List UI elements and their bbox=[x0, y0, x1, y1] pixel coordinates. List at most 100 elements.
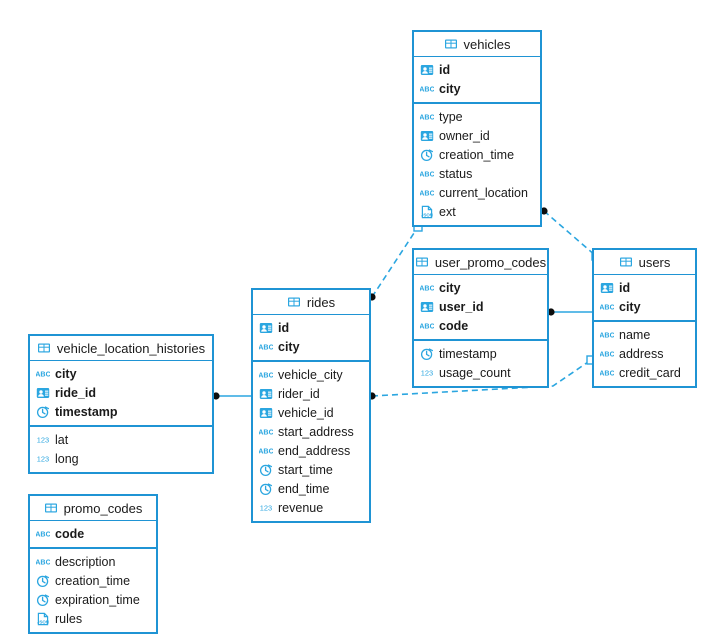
field-row-owner_id[interactable]: owner_id bbox=[414, 126, 540, 145]
field-row-timestamp[interactable]: timestamp bbox=[414, 344, 547, 363]
field-row-vehicle_city[interactable]: ABC vehicle_city bbox=[253, 365, 369, 384]
field-name: owner_id bbox=[439, 128, 490, 143]
field-row-id[interactable]: id bbox=[414, 60, 540, 79]
field-name: id bbox=[278, 320, 290, 335]
json-document-icon: JSON bbox=[36, 612, 50, 626]
field-row-timestamp[interactable]: timestamp bbox=[30, 402, 212, 421]
svg-text:ABC: ABC bbox=[420, 170, 434, 178]
id-card-icon bbox=[36, 386, 50, 400]
clock-icon bbox=[259, 482, 273, 496]
abc-text-icon: ABC bbox=[600, 347, 614, 361]
svg-text:ABC: ABC bbox=[36, 370, 50, 378]
table-icon bbox=[444, 37, 458, 51]
svg-text:ABC: ABC bbox=[420, 322, 434, 330]
field-row-rider_id[interactable]: rider_id bbox=[253, 384, 369, 403]
svg-text:JSON: JSON bbox=[421, 212, 433, 217]
svg-text:ABC: ABC bbox=[259, 447, 273, 455]
field-row-address[interactable]: ABC address bbox=[594, 344, 695, 363]
entity-header-users[interactable]: users bbox=[594, 250, 695, 275]
field-name: city bbox=[55, 366, 77, 381]
field-row-id[interactable]: id bbox=[253, 318, 369, 337]
field-name: vehicle_city bbox=[278, 367, 343, 382]
entity-header-user_promo_codes[interactable]: user_promo_codes bbox=[414, 250, 547, 275]
field-name: revenue bbox=[278, 500, 324, 515]
field-name: city bbox=[619, 299, 641, 314]
entity-title: vehicle_location_histories bbox=[56, 340, 206, 356]
svg-text:JSON: JSON bbox=[37, 619, 49, 624]
field-name: city bbox=[439, 81, 461, 96]
entity-header-rides[interactable]: rides bbox=[253, 290, 369, 315]
svg-text:ABC: ABC bbox=[36, 530, 50, 538]
relationship-user_promo_codes-users[interactable] bbox=[547, 308, 592, 316]
field-row-start_address[interactable]: ABC start_address bbox=[253, 422, 369, 441]
entity-header-vehicles[interactable]: vehicles bbox=[414, 32, 540, 57]
entity-header-vehicle_location_histories[interactable]: vehicle_location_histories bbox=[30, 336, 212, 361]
svg-text:ABC: ABC bbox=[600, 331, 614, 339]
field-name: credit_card bbox=[619, 365, 681, 380]
field-name: end_time bbox=[278, 481, 330, 496]
svg-text:ABC: ABC bbox=[420, 189, 434, 197]
svg-text:ABC: ABC bbox=[420, 85, 434, 93]
field-row-ride_id[interactable]: ride_id bbox=[30, 383, 212, 402]
field-row-end_time[interactable]: end_time bbox=[253, 479, 369, 498]
field-name: code bbox=[439, 318, 469, 333]
field-row-creation_time[interactable]: creation_time bbox=[414, 145, 540, 164]
id-card-icon bbox=[420, 129, 434, 143]
field-row-start_time[interactable]: start_time bbox=[253, 460, 369, 479]
field-row-creation_time[interactable]: creation_time bbox=[30, 571, 156, 590]
svg-text:ABC: ABC bbox=[259, 371, 273, 379]
abc-text-icon: ABC bbox=[36, 367, 50, 381]
svg-text:ABC: ABC bbox=[259, 428, 273, 436]
relationship-vehicle_location_histories-rides[interactable] bbox=[212, 392, 251, 400]
svg-text:ABC: ABC bbox=[600, 350, 614, 358]
field-row-city[interactable]: ABC city bbox=[414, 79, 540, 98]
table-icon bbox=[37, 341, 51, 355]
abc-text-icon: ABC bbox=[259, 444, 273, 458]
field-name: start_address bbox=[278, 424, 354, 439]
abc-text-icon: ABC bbox=[420, 82, 434, 96]
entity-header-promo_codes[interactable]: promo_codes bbox=[30, 496, 156, 521]
field-row-user_id[interactable]: user_id bbox=[414, 297, 547, 316]
clock-icon bbox=[36, 574, 50, 588]
field-row-vehicle_id[interactable]: vehicle_id bbox=[253, 403, 369, 422]
id-card-icon bbox=[600, 281, 614, 295]
field-name: address bbox=[619, 346, 664, 361]
field-name: start_time bbox=[278, 462, 333, 477]
abc-text-icon: ABC bbox=[420, 110, 434, 124]
field-row-expiration_time[interactable]: expiration_time bbox=[30, 590, 156, 609]
field-row-code[interactable]: ABC code bbox=[414, 316, 547, 335]
field-row-city[interactable]: ABC city bbox=[30, 364, 212, 383]
field-name: long bbox=[55, 451, 79, 466]
field-row-id[interactable]: id bbox=[594, 278, 695, 297]
entity-title: users bbox=[638, 254, 671, 270]
